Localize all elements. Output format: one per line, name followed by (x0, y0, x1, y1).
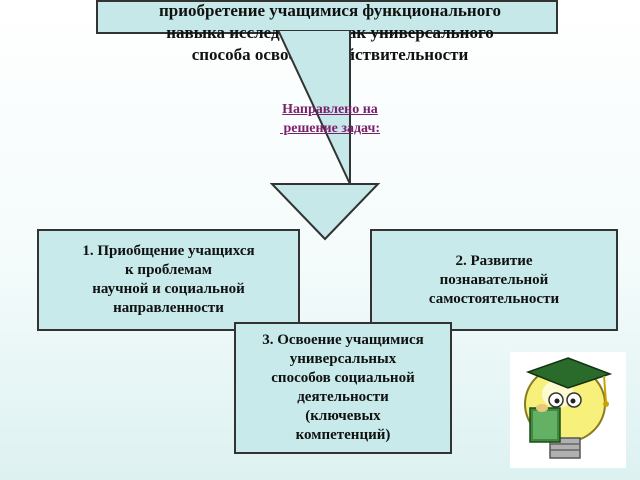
direction-caption: Направлено на решение задач: (240, 100, 420, 138)
direction-line-1: Направлено на (282, 102, 378, 117)
header-line-1: приобретение учащимися функционального (158, 1, 501, 20)
down-arrow-icon (270, 30, 381, 241)
goal-box-1: 1. Приобщение учащихся к проблемам научн… (37, 229, 300, 331)
goal-box-2: 2. Развитие познавательной самостоятельн… (370, 229, 618, 331)
arrow-shape (270, 30, 381, 241)
goal-box-3: 3. Освоение учащимися универсальных спос… (234, 322, 452, 454)
lightbulb-graduate-icon (510, 352, 626, 468)
direction-line-2: решение задач: (279, 121, 381, 136)
